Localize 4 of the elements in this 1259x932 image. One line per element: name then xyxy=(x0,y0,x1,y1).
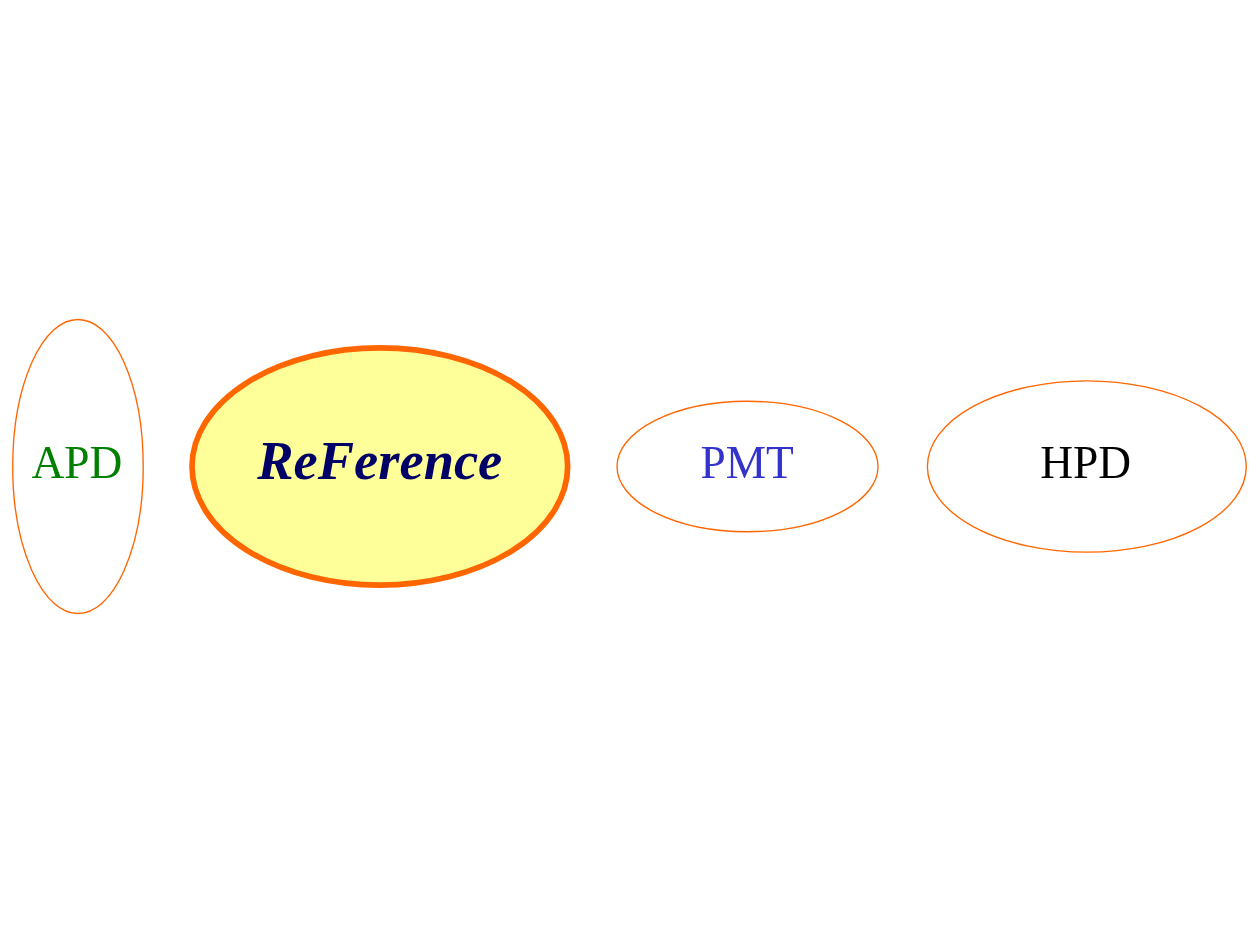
node-ellipse: PMT xyxy=(616,400,879,532)
node-ellipse: APD xyxy=(12,318,144,614)
node-ellipse: ReFerence xyxy=(189,344,571,588)
node-ellipse: HPD xyxy=(926,379,1247,553)
